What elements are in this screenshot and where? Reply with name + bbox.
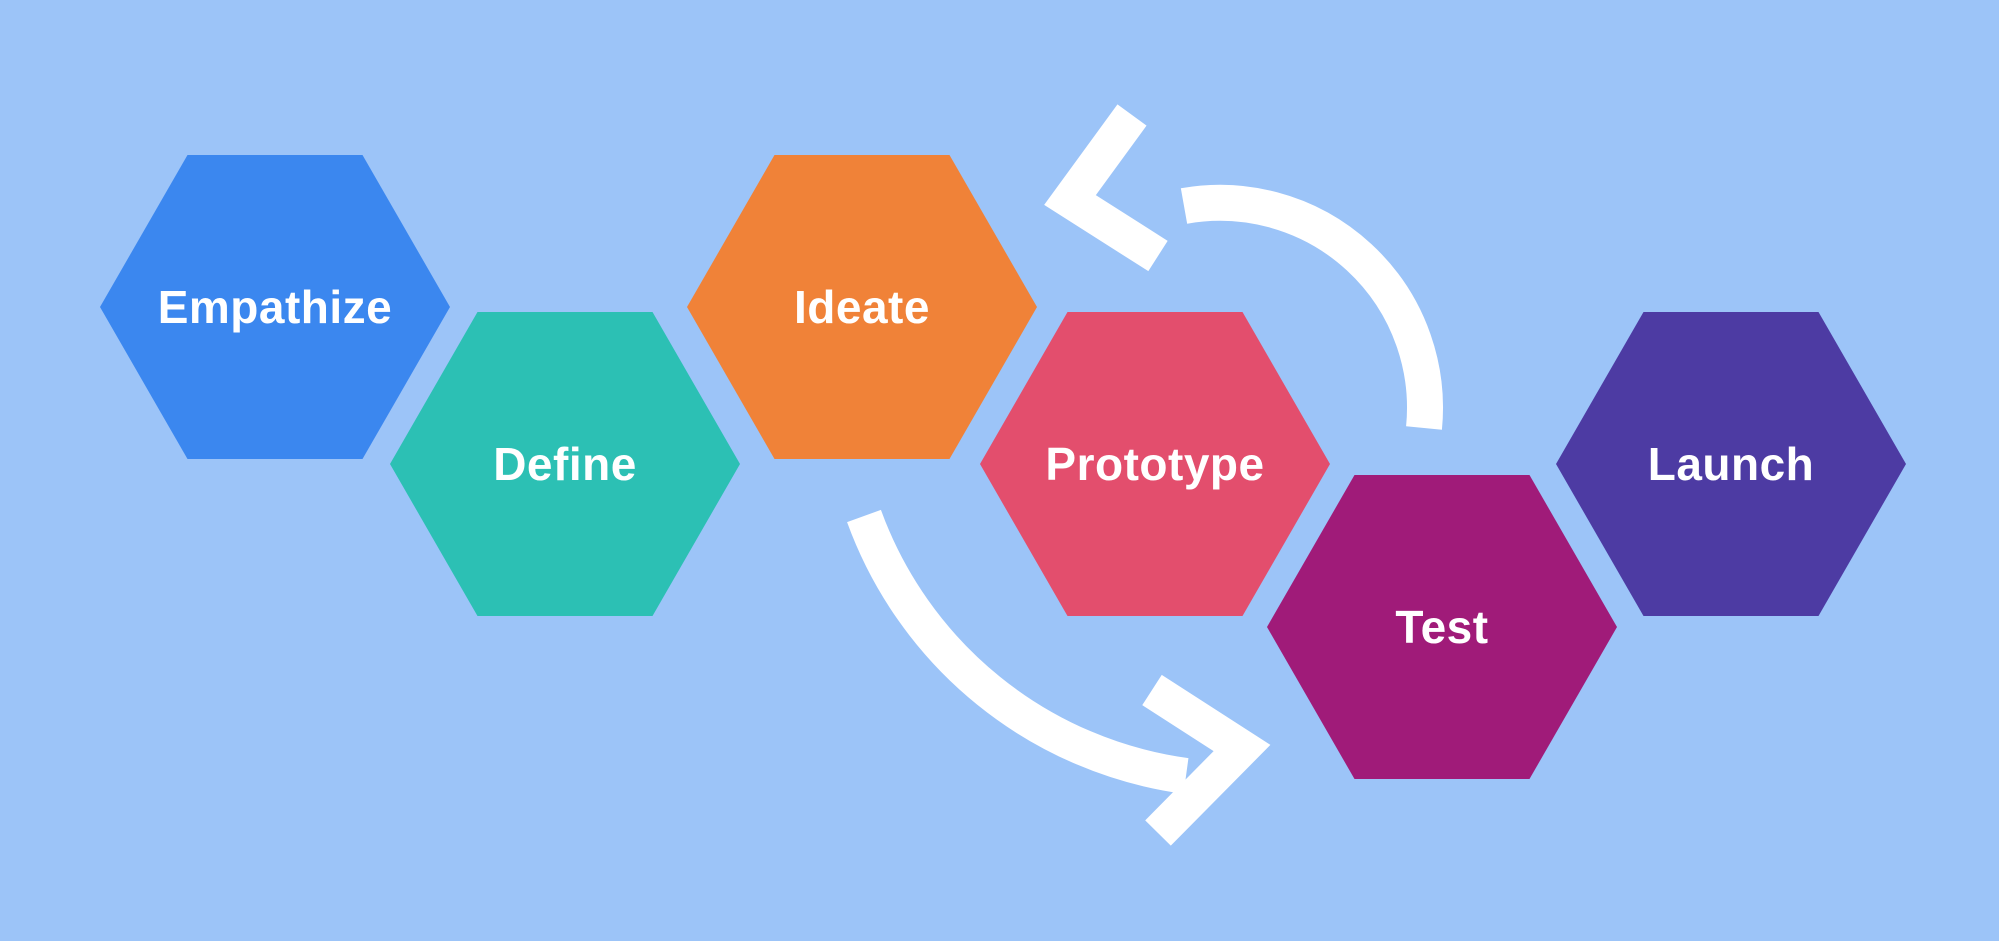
hex-step-test-label: Test	[1395, 601, 1489, 653]
hex-step-launch: Launch	[1556, 312, 1906, 616]
hex-step-define: Define	[390, 312, 740, 616]
hex-step-ideate: Ideate	[687, 155, 1037, 459]
hex-step-empathize-label: Empathize	[157, 281, 393, 333]
hex-step-prototype-label: Prototype	[1045, 438, 1265, 490]
hex-step-prototype: Prototype	[980, 312, 1330, 616]
hex-step-test: Test	[1267, 475, 1617, 779]
hex-step-define-label: Define	[493, 438, 637, 490]
hex-step-empathize: Empathize	[100, 155, 450, 459]
hex-step-ideate-label: Ideate	[794, 281, 930, 333]
arrowhead-left-icon	[1044, 104, 1168, 272]
hex-step-launch-label: Launch	[1647, 438, 1815, 490]
arrowhead-right-icon	[1142, 674, 1271, 846]
